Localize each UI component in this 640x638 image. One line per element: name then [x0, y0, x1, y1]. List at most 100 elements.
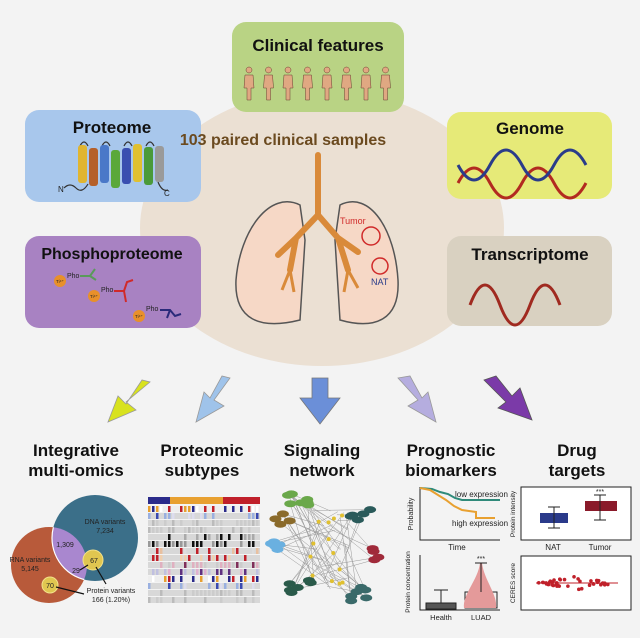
intensity-ylabel: Protein intensity [510, 490, 517, 537]
network-hub-node [329, 579, 334, 584]
heatmap-cell [180, 569, 183, 575]
heatmap-cell [224, 506, 227, 512]
network-node [360, 594, 373, 602]
signaling-network [265, 490, 385, 605]
network-hub-node [311, 541, 316, 546]
ceres-point [558, 578, 563, 582]
network-edge [273, 530, 311, 543]
person-head [343, 66, 350, 74]
network-node [351, 516, 364, 524]
concentration-significance: *** [477, 556, 485, 563]
network-node [301, 499, 314, 507]
genome-box: Genome [447, 112, 612, 200]
heatmap-cell [232, 527, 235, 533]
heatmap-cell [192, 541, 195, 547]
heatmap-cell [256, 520, 259, 526]
heatmap-cell [172, 562, 175, 568]
heatmap-cell [156, 520, 159, 526]
heatmap-cell [224, 590, 227, 596]
venn-dna-label: DNA variants [85, 519, 126, 526]
person-body [341, 74, 352, 101]
heatmap-cell [212, 590, 215, 596]
heatmap-cell [244, 597, 247, 603]
heatmap-cell [168, 513, 171, 519]
rna-wave-icon [468, 283, 562, 327]
heatmap-cell [216, 590, 219, 596]
network-edge [282, 513, 328, 581]
venn-rna-protein: 70 [46, 583, 54, 590]
c-terminus-label: C [164, 189, 170, 198]
transmembrane-protein-icon [63, 141, 169, 191]
heatmap-cell [228, 562, 231, 568]
network-node [283, 517, 296, 525]
heatmap-cell [228, 576, 231, 582]
intensity-significance: *** [596, 489, 604, 496]
ceres-point [557, 584, 562, 588]
network-node [345, 597, 358, 605]
network-node [350, 588, 363, 596]
arrow-to-biomarkers [397, 375, 437, 423]
person-head [265, 66, 272, 74]
people-icon [243, 66, 391, 101]
heatmap-cell [212, 520, 215, 526]
person-body [263, 74, 274, 101]
venn-diagram [11, 495, 138, 603]
heatmap-cell [216, 576, 219, 582]
heatmap-cell [252, 513, 255, 519]
ceres-point [540, 580, 545, 585]
network-edge [346, 519, 357, 592]
genome-title: Genome [496, 119, 564, 138]
subtype-bar [148, 497, 170, 504]
high-expression-curve [419, 487, 495, 519]
heatmap-cell [252, 597, 255, 603]
heatmap-cell [160, 597, 163, 603]
heatmap-cell [200, 541, 203, 547]
network-edge [289, 558, 312, 584]
heatmap-cell [152, 506, 155, 512]
heatmap-cell [220, 541, 223, 547]
person-head [245, 66, 253, 74]
heatmap-cell [196, 562, 199, 568]
phosphoproteome-box: Phosphoproteome Ti⁴⁺ Pho Ti⁴⁺ Pho Ti⁴⁺ P… [25, 236, 201, 328]
output-title-multiomics-2: multi-omics [28, 461, 123, 480]
intensity-cat-nat: NAT [545, 543, 561, 552]
heatmap-cell [228, 534, 231, 540]
ceres-point [562, 577, 567, 582]
heatmap-cell [208, 576, 211, 582]
heatmap-cell [244, 520, 247, 526]
heatmap-cell [228, 569, 231, 575]
heatmap-cell [240, 583, 243, 589]
heatmap-cell [240, 590, 243, 596]
network-edge [289, 520, 350, 549]
heatmap-row [148, 555, 260, 561]
intensity-plot [520, 486, 632, 541]
heatmap-cell [232, 506, 235, 512]
heatmap-cell [168, 506, 171, 512]
output-title-subtypes-2: subtypes [165, 461, 240, 480]
person-body [380, 74, 391, 101]
pho-label: Pho [146, 306, 159, 313]
ceres-point [554, 581, 559, 585]
heatmap-cell [256, 506, 259, 512]
heatmap-cell [212, 513, 215, 519]
heatmap-cell [204, 534, 207, 540]
heatmap-cell [200, 527, 203, 533]
ceres-ylabel: CERES score [510, 563, 517, 603]
heatmap-cell [252, 583, 255, 589]
heatmap-cell [156, 569, 159, 575]
heatmap-cell [204, 569, 207, 575]
heatmap-cell [184, 597, 187, 603]
ceres-point [576, 577, 580, 581]
heatmap-cell [248, 506, 251, 512]
heatmap-cell [220, 520, 223, 526]
heatmap-cell [252, 590, 255, 596]
heatmap-cell [192, 562, 195, 568]
network-node [367, 547, 380, 555]
heatmap-cell [148, 597, 151, 603]
heatmap-cell [216, 541, 219, 547]
heatmap-cell [212, 555, 215, 561]
network-edge [312, 509, 371, 511]
heatmap-cell [168, 569, 171, 575]
concentration-cat-luad: LUAD [471, 613, 492, 622]
